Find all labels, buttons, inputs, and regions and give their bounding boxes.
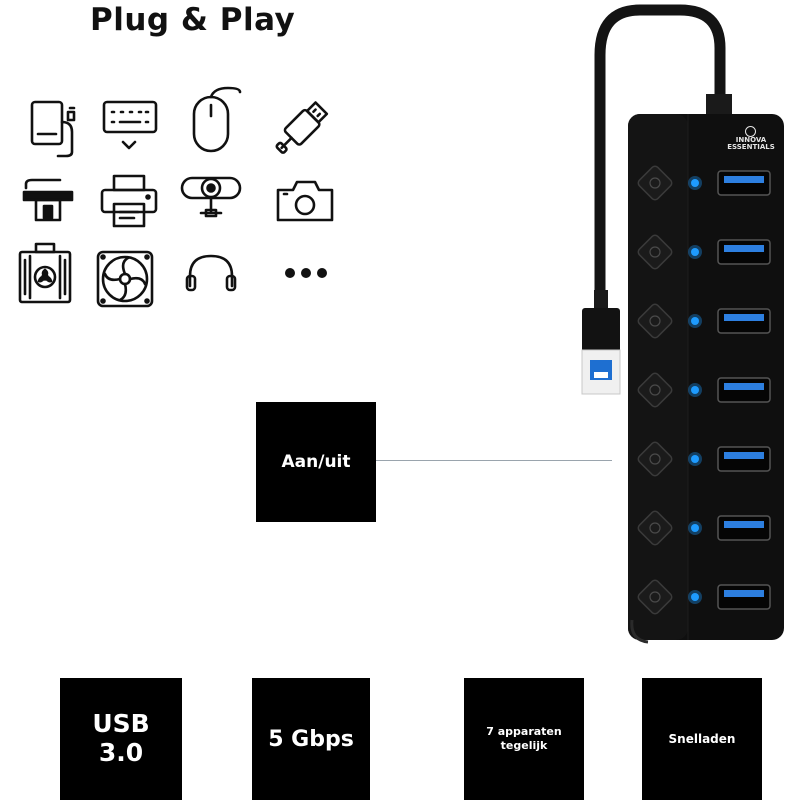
feature-charging: Snelladen — [642, 678, 762, 800]
card-reader-icon — [22, 178, 74, 222]
power-symbol-icon — [649, 246, 661, 258]
power-symbol-icon — [649, 591, 661, 603]
page-title: Plug & Play — [90, 2, 296, 38]
power-switch-button — [637, 234, 673, 270]
mouse-icon — [192, 86, 242, 153]
power-switch-button — [637, 372, 673, 408]
keyboard-icon — [102, 100, 158, 150]
headphones-icon — [185, 254, 237, 292]
more-icon — [285, 268, 327, 278]
led-indicator — [691, 455, 699, 463]
power-symbol-icon — [649, 315, 661, 327]
led-indicator — [691, 179, 699, 187]
webcam-icon — [180, 176, 242, 218]
power-switch-button — [637, 441, 673, 477]
led-indicator — [691, 317, 699, 325]
usb-port-tongue — [724, 176, 764, 183]
power-switch-button — [637, 510, 673, 546]
usb-port-tongue — [724, 383, 764, 390]
usb-port-tongue — [724, 452, 764, 459]
power-switch-button — [637, 579, 673, 615]
power-switch-button — [637, 303, 673, 339]
power-switch-callout: Aan/uit — [256, 402, 376, 522]
power-symbol-icon — [649, 384, 661, 396]
usb-plug-body — [582, 308, 620, 352]
cable-strain-relief — [706, 94, 732, 114]
usb-port-tongue — [724, 314, 764, 321]
led-indicator — [691, 386, 699, 394]
power-symbol-icon — [649, 522, 661, 534]
brand-label: INNOVA ESSENTIALS — [727, 136, 775, 152]
usb-stick-icon — [275, 101, 329, 154]
camera-icon — [276, 180, 334, 222]
callout-line — [376, 460, 612, 461]
usb-port-tongue — [724, 245, 764, 252]
external-hard-drive-icon — [30, 100, 76, 158]
cooling-fan-icon — [18, 242, 72, 304]
usb-port-tongue — [724, 521, 764, 528]
power-symbol-icon — [649, 177, 661, 189]
led-indicator — [691, 248, 699, 256]
case-fan-icon — [96, 250, 154, 308]
power-switch-button — [637, 165, 673, 201]
led-indicator — [691, 524, 699, 532]
feature-speed: 5 Gbps — [252, 678, 370, 800]
brand-logo-icon — [745, 126, 756, 137]
led-indicator — [691, 593, 699, 601]
printer-icon — [100, 174, 158, 228]
usb-port-tongue — [724, 590, 764, 597]
power-symbol-icon — [649, 453, 661, 465]
hub-cable — [594, 4, 726, 298]
